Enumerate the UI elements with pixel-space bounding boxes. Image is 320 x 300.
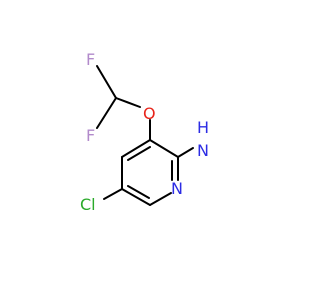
bonds — [96, 65, 194, 206]
atom-nitrogen-ring: N — [171, 179, 183, 198]
atom-labels: F F O N N H Cl — [80, 50, 209, 214]
bond-c5-cl — [103, 188, 123, 200]
atom-f-upper: F — [86, 50, 95, 69]
atom-chlorine: Cl — [80, 195, 96, 214]
bond-c2-nh2 — [177, 147, 194, 158]
bond-chf2-f2 — [96, 97, 117, 129]
bond-n1-c6 — [149, 192, 172, 206]
bond-chf2-f1 — [96, 65, 117, 99]
bond-c4-c3-double — [127, 146, 151, 161]
bond-c4-c3 — [121, 139, 151, 158]
bond-chf2-o — [115, 97, 141, 108]
atom-hydrogen-amine: H — [197, 118, 209, 137]
atom-oxygen: O — [143, 104, 156, 123]
bond-c3-c2 — [149, 139, 179, 158]
bond-c6-c5-double — [127, 185, 150, 199]
bond-c6-c5 — [121, 188, 151, 206]
atom-f-lower: F — [86, 126, 95, 145]
atom-nitrogen-amine: N — [197, 141, 209, 160]
chemical-structure: F F O N N H Cl — [80, 50, 209, 214]
